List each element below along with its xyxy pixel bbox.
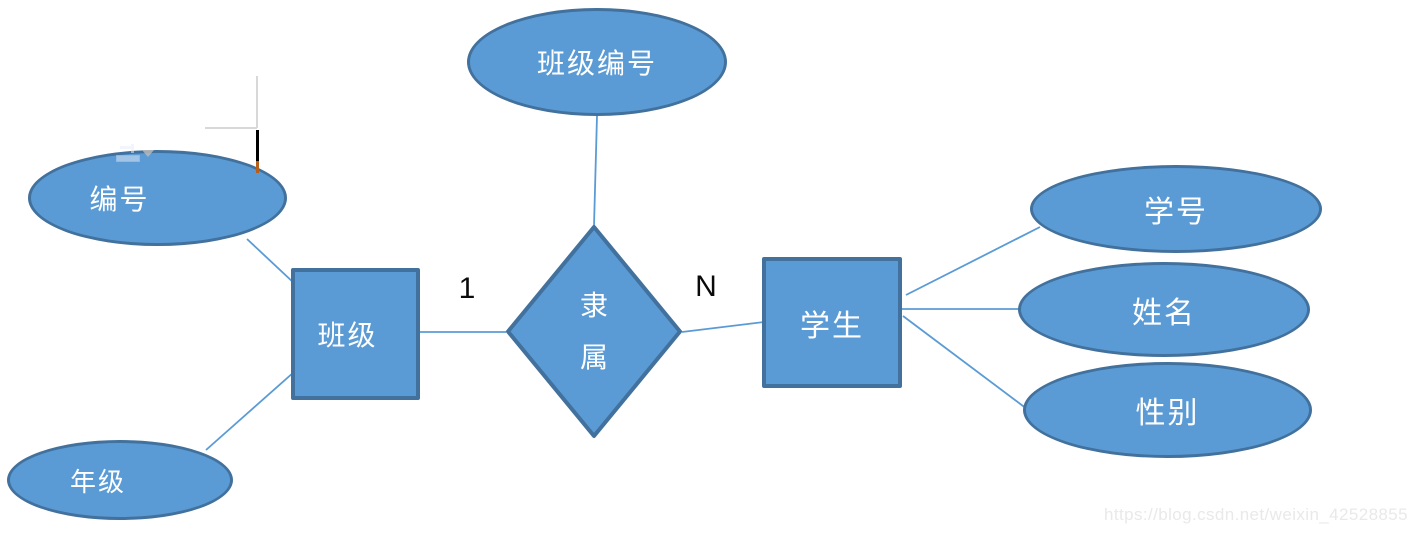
connector-student-gender[interactable] (902, 315, 1028, 410)
relationship-label: 隶 属 (579, 288, 608, 374)
stray-frame-vline (256, 76, 258, 128)
stray-frame-hline (205, 127, 257, 129)
attribute-ellipse-class-number[interactable]: 班级编号 (467, 8, 727, 116)
entity-rect-class[interactable]: 班级 (291, 268, 420, 400)
entity-label: 学生 (800, 308, 864, 344)
connector-student-studentid[interactable] (905, 226, 1041, 296)
connector-number-class[interactable] (246, 238, 296, 285)
diamond-shape (506, 225, 682, 438)
relationship-diamond[interactable]: 隶 属 (504, 223, 684, 440)
attribute-ellipse-name[interactable]: 姓名 (1018, 262, 1310, 357)
attribute-label: 姓名 (1132, 295, 1196, 331)
entity-label: 班级 (317, 319, 378, 352)
text-cursor (256, 130, 259, 161)
connector-relationship-student[interactable] (681, 321, 765, 333)
entity-rect-student[interactable]: 学生 (762, 257, 902, 388)
attribute-ellipse-grade[interactable]: 年级 (7, 440, 233, 520)
connector-grade-class[interactable] (205, 371, 295, 451)
attribute-ellipse-gender[interactable]: 性别 (1023, 362, 1312, 458)
cardinality-1: 1 (458, 272, 476, 305)
cursor-orange-tick (256, 161, 259, 173)
attribute-label: 班级编号 (536, 47, 657, 80)
watermark-url: https://blog.csdn.net/weixin_42528855 (1103, 505, 1408, 524)
layout-options-icon[interactable] (116, 142, 142, 165)
dropdown-arrow-icon[interactable] (142, 150, 154, 157)
connector-classnumber-relationship[interactable] (593, 115, 598, 227)
attribute-ellipse-student-id[interactable]: 学号 (1030, 165, 1322, 253)
attribute-label: 编号 (89, 183, 150, 216)
attribute-label: 学号 (1144, 195, 1208, 230)
attribute-ellipse-number[interactable]: 编号 (28, 150, 287, 246)
attribute-label: 年级 (69, 467, 126, 498)
attribute-label: 性别 (1135, 396, 1200, 431)
cardinality-n: N (695, 270, 717, 303)
